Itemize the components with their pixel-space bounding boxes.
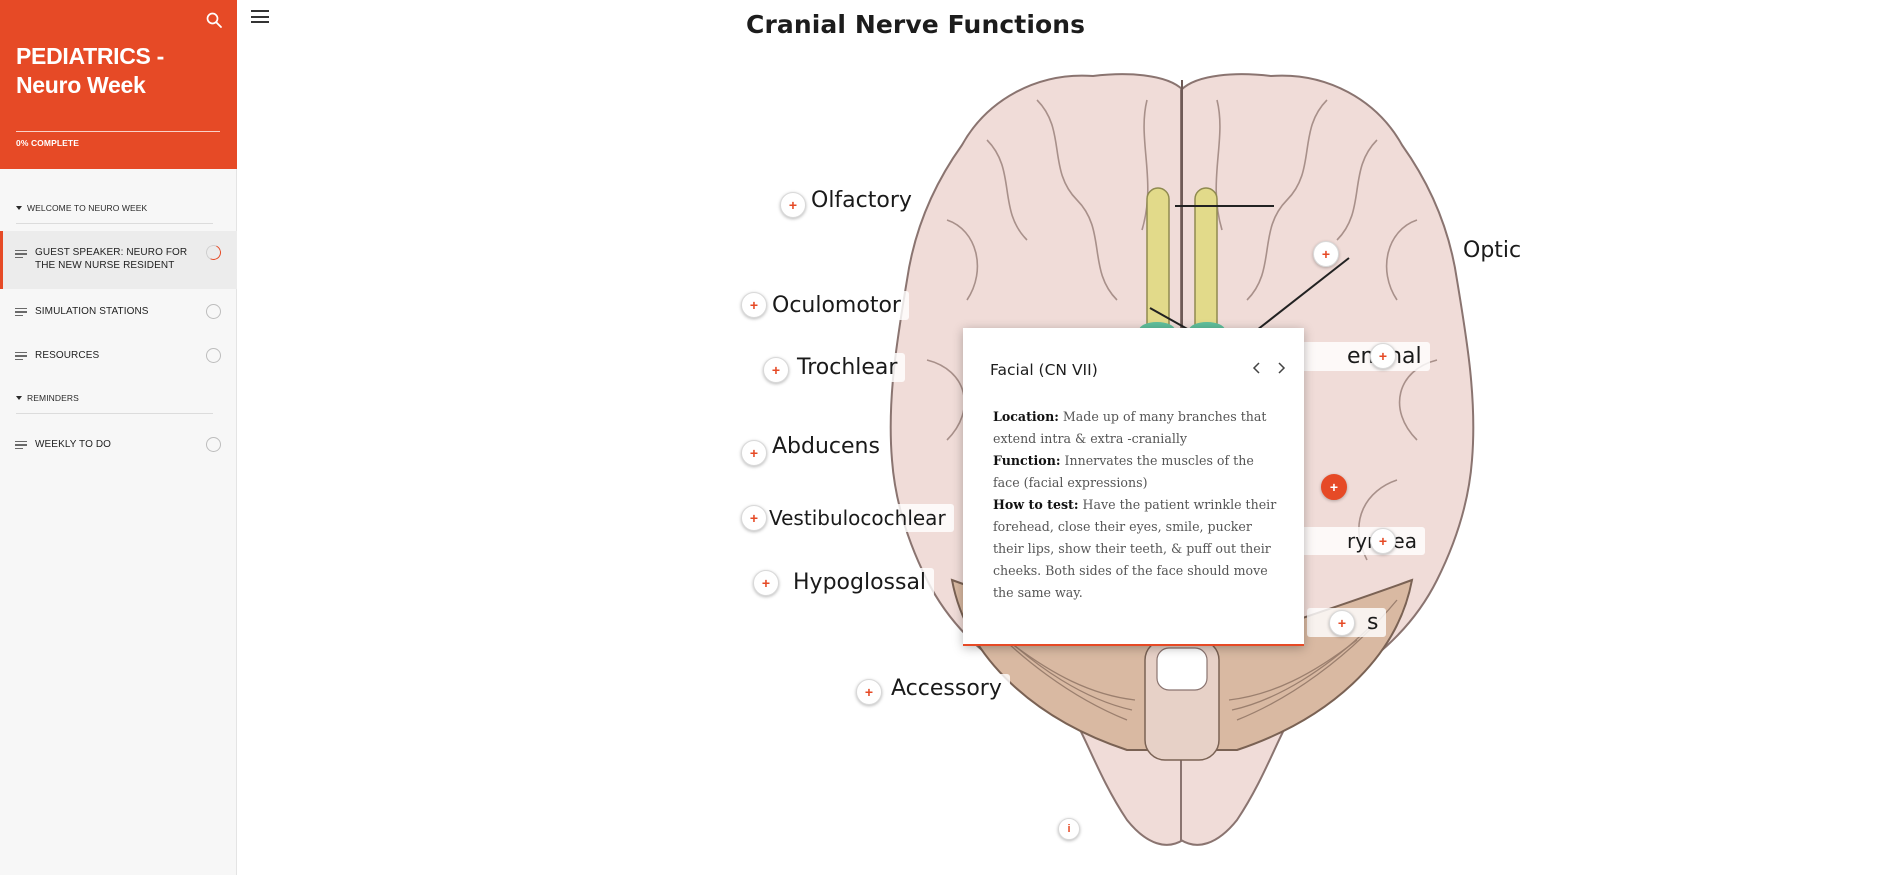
label-olfactory: Olfactory	[803, 186, 920, 215]
popup-title: Facial (CN VII)	[990, 361, 1098, 379]
hotspot-glossopharyngeal[interactable]: +	[1370, 528, 1396, 554]
label-trigeminal: eminal	[1297, 342, 1430, 371]
caret-down-icon	[16, 396, 22, 400]
course-title: PEDIATRICS - Neuro Week	[16, 43, 165, 98]
info-icon[interactable]: i	[1058, 818, 1080, 840]
hotspot-trochlear[interactable]: +	[763, 357, 789, 383]
section-welcome-to-neuro-week[interactable]: WELCOME TO NEURO WEEK	[16, 203, 147, 213]
status-circle-icon	[206, 437, 221, 452]
lesson-weekly-to-do[interactable]: WEEKLY TO DO	[0, 433, 237, 457]
hotspot-hypoglossal[interactable]: +	[753, 570, 779, 596]
lesson-label: SIMULATION STATIONS	[35, 306, 149, 317]
lesson-simulation-stations[interactable]: SIMULATION STATIONS	[0, 300, 237, 324]
location-label: Location:	[993, 409, 1059, 424]
hotspot-abducens[interactable]: +	[741, 440, 767, 466]
hotspot-vagus[interactable]: +	[1329, 610, 1355, 636]
lesson-label: GUEST SPEAKER: NEURO FOR THE NEW NURSE R…	[35, 247, 188, 271]
test-label: How to test:	[993, 497, 1079, 512]
test-text: Have the patient wrinkle their forehead,…	[993, 497, 1277, 600]
hotspot-accessory[interactable]: +	[856, 679, 882, 705]
section-reminders[interactable]: REMINDERS	[16, 393, 79, 403]
nerve-detail-popup: Facial (CN VII) Location: Made up of man…	[963, 328, 1304, 646]
label-vestibulocochlear: Vestibulocochlear	[761, 504, 954, 532]
page-title: Cranial Nerve Functions	[746, 10, 1086, 39]
function-label: Function:	[993, 453, 1061, 468]
hotspot-olfactory[interactable]: +	[780, 192, 806, 218]
divider	[16, 223, 213, 224]
function-line: Function: Innervates the muscles of the …	[993, 450, 1283, 494]
location-text: Made up of many branches that extend int…	[993, 409, 1267, 446]
progress-ring-icon	[203, 242, 224, 263]
hotspot-vestibulocochlear[interactable]: +	[741, 505, 767, 531]
lesson-text-icon	[15, 441, 27, 450]
label-glossopharyngeal: ryngea	[1297, 527, 1425, 555]
chevron-left-icon[interactable]	[1250, 360, 1264, 376]
lesson-content: Cranial Nerve Functions	[237, 0, 1903, 875]
label-accessory: Accessory	[883, 674, 1010, 703]
location-line: Location: Made up of many branches that …	[993, 406, 1283, 450]
lesson-resources[interactable]: RESOURCES	[0, 344, 237, 368]
hotspot-optic[interactable]: +	[1313, 241, 1339, 267]
course-sidebar: PEDIATRICS - Neuro Week 0% COMPLETE WELC…	[0, 0, 237, 875]
popup-body: Location: Made up of many branches that …	[993, 406, 1283, 604]
section-label: WELCOME TO NEURO WEEK	[27, 203, 148, 213]
progress-text: 0% COMPLETE	[16, 138, 79, 148]
hotspot-trigeminal[interactable]: +	[1370, 343, 1396, 369]
hamburger-icon[interactable]	[251, 10, 269, 24]
label-hypoglossal: Hypoglossal	[785, 568, 935, 597]
hotspot-facial[interactable]: +	[1321, 474, 1347, 500]
test-line: How to test: Have the patient wrinkle th…	[993, 494, 1283, 604]
label-oculomotor: Oculomotor	[764, 291, 909, 320]
divider	[16, 413, 213, 414]
lesson-text-icon	[15, 352, 27, 361]
chevron-right-icon[interactable]	[1274, 360, 1288, 376]
status-circle-icon	[206, 348, 221, 363]
label-abducens: Abducens	[764, 432, 888, 461]
olfactory-bulb	[1194, 187, 1218, 339]
progress-bar	[16, 131, 220, 132]
lesson-label: RESOURCES	[35, 350, 100, 361]
function-text: Innervates the muscles of the face (faci…	[993, 453, 1254, 490]
section-label: REMINDERS	[27, 393, 79, 403]
lesson-label: WEEKLY TO DO	[35, 439, 112, 450]
status-circle-icon	[206, 304, 221, 319]
lesson-text-icon	[15, 308, 27, 317]
spinal-cord-section	[1156, 647, 1208, 691]
course-header: PEDIATRICS - Neuro Week 0% COMPLETE	[0, 0, 237, 169]
hotspot-oculomotor[interactable]: +	[741, 292, 767, 318]
lesson-text-icon	[15, 250, 27, 259]
olfactory-bulb	[1146, 187, 1170, 339]
caret-down-icon	[16, 206, 22, 210]
lesson-guest-speaker[interactable]: GUEST SPEAKER: NEURO FOR THE NEW NURSE R…	[0, 231, 237, 289]
label-optic: Optic	[1455, 236, 1530, 265]
search-icon[interactable]	[205, 11, 223, 29]
label-trochlear: Trochlear	[789, 353, 906, 382]
